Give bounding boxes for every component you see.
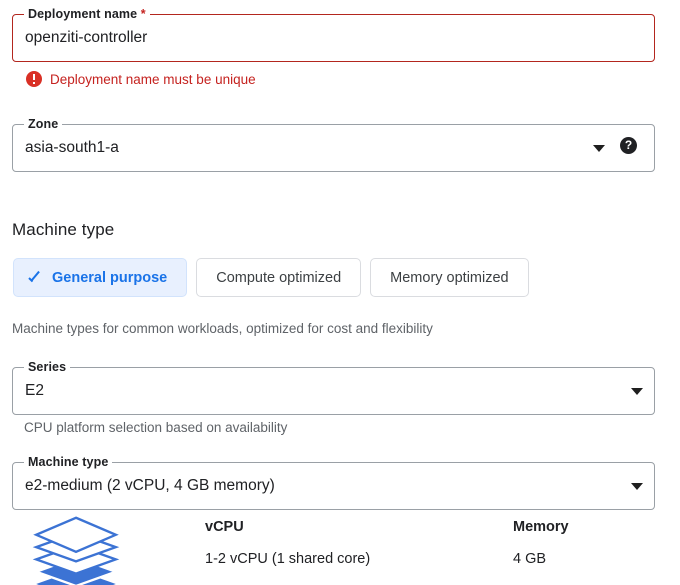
series-label: Series xyxy=(24,360,71,374)
spec-column-vcpu: vCPU 1-2 vCPU (1 shared core) xyxy=(205,519,370,567)
spec-vcpu-header: vCPU xyxy=(205,519,244,535)
machine-type-field[interactable]: Machine type e2-medium (2 vCPU, 4 GB mem… xyxy=(12,455,655,510)
machine-family-helper-text: Machine types for common workloads, opti… xyxy=(12,321,433,336)
spec-memory-value: 4 GB xyxy=(513,551,547,567)
chevron-down-icon[interactable] xyxy=(593,145,605,152)
series-value: E2 xyxy=(25,382,44,399)
zone-value: asia-south1-a xyxy=(25,139,119,156)
stacked-layers-icon xyxy=(32,516,120,585)
chip-memory-optimized[interactable]: Memory optimized xyxy=(370,258,529,297)
chip-compute-optimized[interactable]: Compute optimized xyxy=(196,258,362,297)
spec-column-memory: Memory 4 GB xyxy=(513,519,569,567)
machine-type-label: Machine type xyxy=(24,455,113,469)
required-asterisk: * xyxy=(140,7,146,21)
check-icon xyxy=(28,270,43,285)
deployment-name-error: Deployment name must be unique xyxy=(26,71,256,87)
machine-type-value: e2-medium (2 vCPU, 4 GB memory) xyxy=(25,477,275,494)
spec-vcpu-value: 1-2 vCPU (1 shared core) xyxy=(205,551,371,567)
deployment-name-field[interactable]: Deployment name * openziti-controller xyxy=(12,7,655,62)
chevron-down-icon[interactable] xyxy=(631,483,643,490)
deployment-name-label: Deployment name * xyxy=(24,7,150,21)
series-field[interactable]: Series E2 xyxy=(12,360,655,415)
zone-label: Zone xyxy=(24,117,63,131)
chevron-down-icon[interactable] xyxy=(631,388,643,395)
help-circle-icon[interactable]: ? xyxy=(620,137,637,154)
deployment-name-error-text: Deployment name must be unique xyxy=(50,71,256,87)
series-helper-text: CPU platform selection based on availabi… xyxy=(24,420,288,435)
chip-compute-optimized-label: Compute optimized xyxy=(216,269,342,286)
machine-type-section-title: Machine type xyxy=(12,220,115,239)
deployment-name-input[interactable]: openziti-controller xyxy=(25,29,148,46)
chip-general-purpose-label: General purpose xyxy=(52,269,168,286)
chip-general-purpose[interactable]: General purpose xyxy=(13,258,188,297)
chip-memory-optimized-label: Memory optimized xyxy=(390,269,509,286)
machine-family-chip-group: General purpose Compute optimized Memory… xyxy=(13,258,529,297)
spec-memory-header: Memory xyxy=(513,519,569,535)
zone-field[interactable]: Zone asia-south1-a xyxy=(12,117,655,172)
error-circle-icon xyxy=(26,71,42,87)
